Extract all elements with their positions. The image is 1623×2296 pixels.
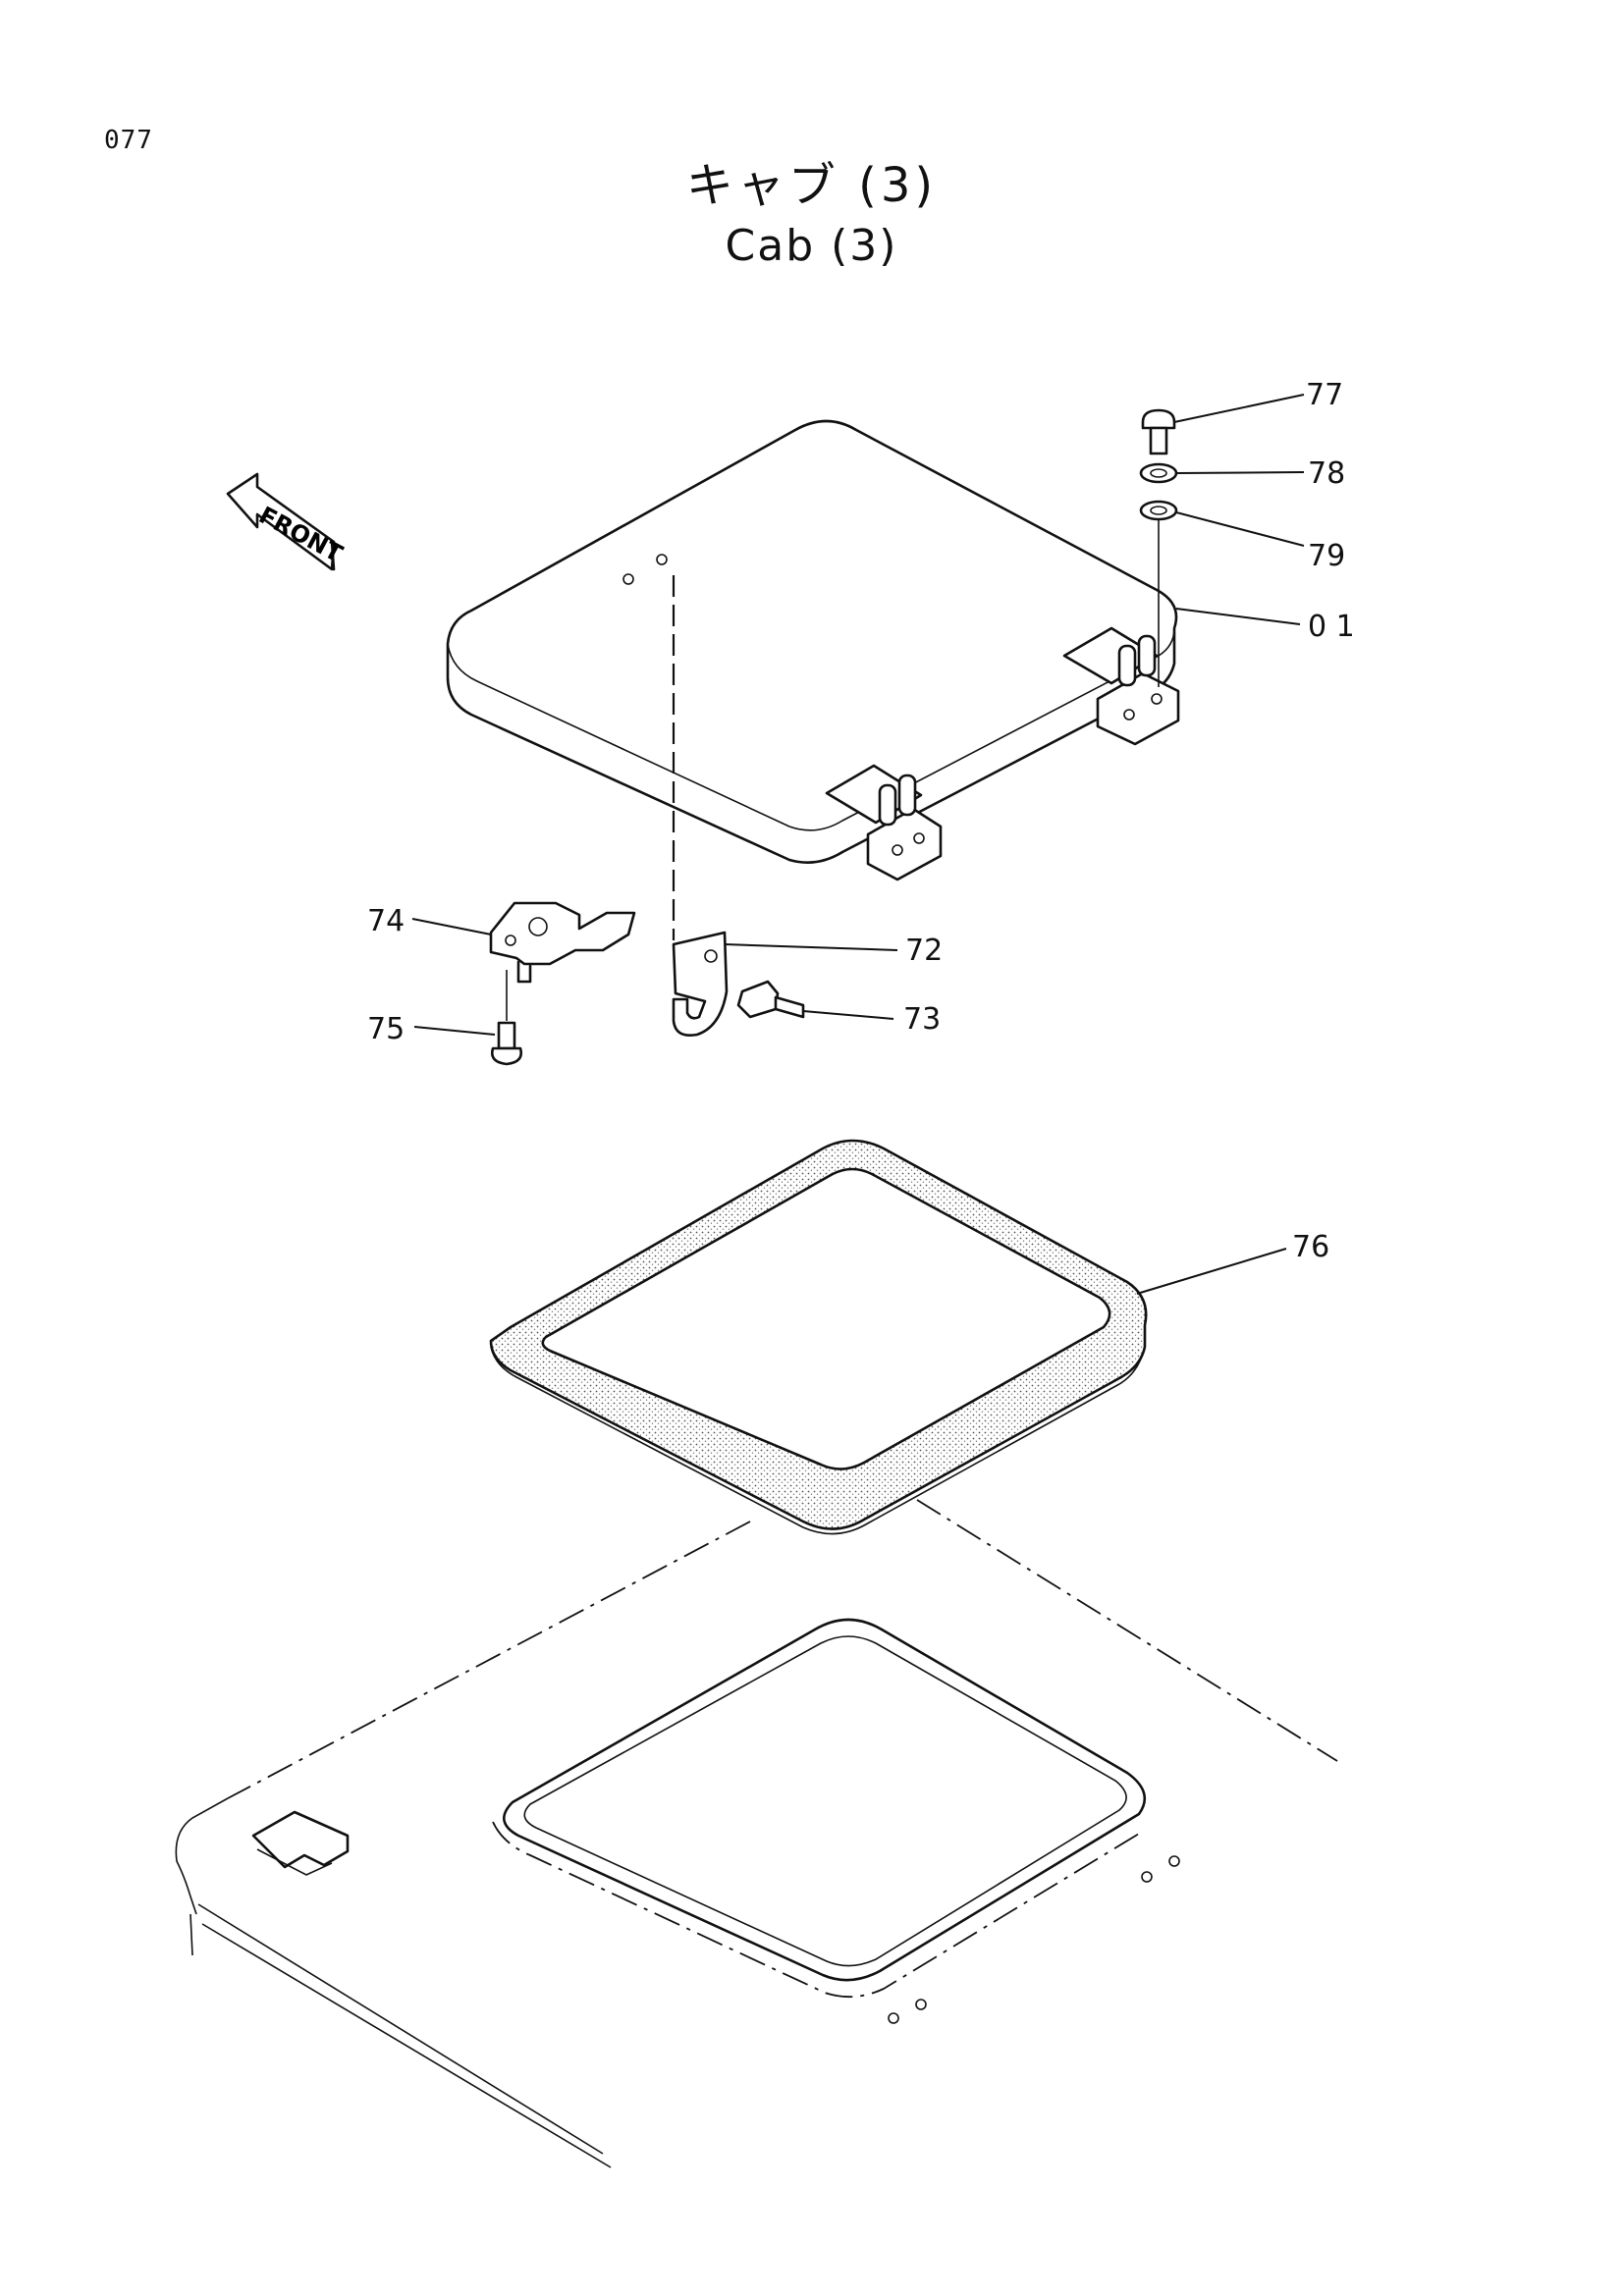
front-label: FRONT (254, 502, 348, 568)
callout-76: 76 (1292, 1230, 1329, 1264)
bolt-75-icon (491, 1021, 522, 1066)
washer-79-icon (1139, 500, 1178, 521)
title-english: Cab (3) (725, 221, 898, 271)
lock-washer-78-icon (1139, 462, 1178, 484)
weather-seal-76 (489, 1139, 1148, 1535)
bracket-72 (672, 931, 729, 1037)
latch-74 (489, 901, 636, 984)
roof-hatch-cover (446, 419, 1178, 864)
front-arrow-icon: FRONT (226, 472, 348, 571)
screw-77-icon (1141, 408, 1176, 455)
callout-78: 78 (1308, 456, 1345, 491)
hinge-front (825, 764, 943, 881)
title-japanese: キャブ (3) (685, 158, 938, 213)
callout-73: 73 (903, 1002, 941, 1037)
hinge-rear (1062, 626, 1180, 746)
callout-72: 72 (905, 934, 943, 968)
callout-75: 75 (367, 1012, 405, 1046)
callout-79: 79 (1308, 539, 1345, 573)
cab-roof-panel (175, 1618, 1180, 2168)
callout-77: 77 (1306, 378, 1343, 412)
title-block: キャブ (3) Cab (3) (0, 155, 1623, 277)
page-number: 077 (104, 126, 153, 155)
bolt-73-icon (736, 980, 805, 1019)
callout-01: 0 1 (1308, 610, 1355, 644)
callout-74: 74 (367, 904, 405, 938)
